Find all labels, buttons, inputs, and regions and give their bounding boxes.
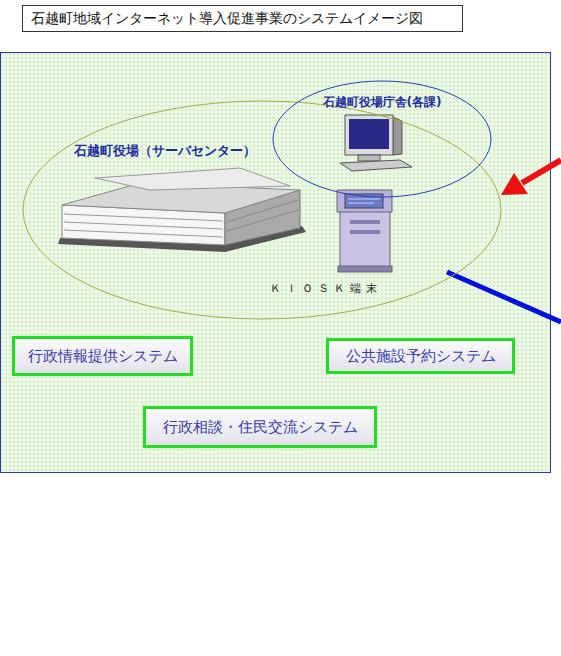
ellipse-outline [22, 100, 502, 320]
ellipse-region: 石越町役場（サーバセンター）石越町役場庁舎(各課) [22, 100, 502, 320]
panel [1, 53, 551, 473]
system-box: 行政情報提供システム [12, 336, 193, 376]
kiosk-icon [337, 190, 392, 272]
system-name: 行政情報提供システム [28, 347, 178, 366]
region-heading: 石越町役場庁舎(各課) [272, 94, 492, 111]
blue-line [447, 272, 561, 322]
title-box: 石越町地域インターネット導入促進事業のシステムイメージ図 [22, 5, 463, 32]
region-heading: 石越町役場（サーバセンター） [74, 142, 256, 160]
system-name: 公共施設予約システム [346, 347, 496, 366]
title: 石越町地域インターネット導入促進事業のシステムイメージ図 [31, 10, 423, 28]
ellipse-region: 石越町役場庁舎(各課) [272, 80, 492, 198]
system-box: 公共施設予約システム [326, 338, 515, 374]
device-label: ＫＩＯＳＫ端末 [270, 281, 382, 296]
building-icon [58, 168, 306, 252]
system-box: 行政相談・住民交流システム [143, 406, 377, 448]
computer-icon [340, 115, 412, 171]
system-name: 行政相談・住民交流システム [163, 418, 358, 437]
red-arrow [501, 160, 561, 195]
